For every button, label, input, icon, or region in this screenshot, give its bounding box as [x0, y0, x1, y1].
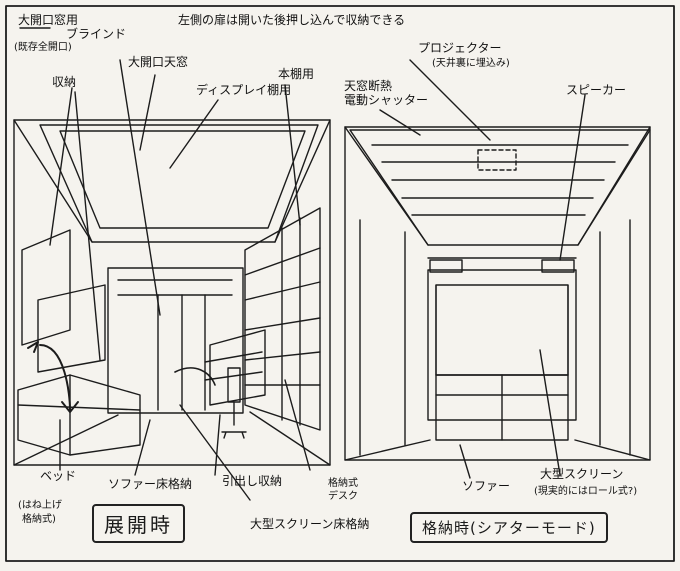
label-large-opening-skylight: 大開口天窓 [128, 55, 189, 69]
label-bookshelf: 本棚用 [278, 67, 315, 81]
title-storage-mode: 格納時(シアターモード) [410, 512, 608, 543]
right-panel-frame [344, 126, 651, 461]
label-display-shelf: ディスプレイ棚用 [196, 83, 292, 97]
label-blind: ブラインド [66, 27, 127, 41]
label-speaker: スピーカー [566, 83, 627, 97]
label-storage: 収納 [52, 75, 77, 89]
right-room-sketch [344, 59, 651, 479]
label-bed-note-1: (はね上げ [18, 500, 62, 511]
outer-frame [5, 5, 675, 562]
label-sofa: ソファー [462, 479, 511, 493]
title-day-mode: 展開時 [92, 504, 185, 543]
label-big-screen-note: (現実的にはロール式?) [534, 486, 638, 497]
label-big-screen: 大型スクリーン [540, 467, 624, 481]
label-desk-1: 格納式 [328, 478, 358, 489]
label-skylight-shutter-2: 電動シャッター [344, 93, 429, 107]
label-left-door-note: 左側の扉は開いた後押し込んで収納できる [178, 13, 406, 27]
label-big-screen-floor: 大型スクリーン床格納 [250, 517, 370, 531]
label-projector-note: (天井裏に埋込み) [432, 58, 510, 69]
label-opening-note: (既存全開口) [14, 42, 72, 53]
label-skylight-shutter-1: 天窓断熱 [344, 79, 393, 93]
label-opening-blind: 大開口窓用 [18, 13, 79, 27]
label-bed-note-2: 格納式) [22, 514, 56, 525]
label-sofa-floor-storage: ソファー床格納 [108, 477, 193, 491]
label-desk-2: デスク [328, 491, 358, 502]
label-bed: ベッド [40, 469, 77, 483]
label-projector: プロジェクター [418, 41, 502, 55]
left-room-sketch [13, 59, 331, 501]
left-panel-frame [13, 119, 331, 466]
label-drawer-storage: 引出し収納 [222, 474, 283, 488]
